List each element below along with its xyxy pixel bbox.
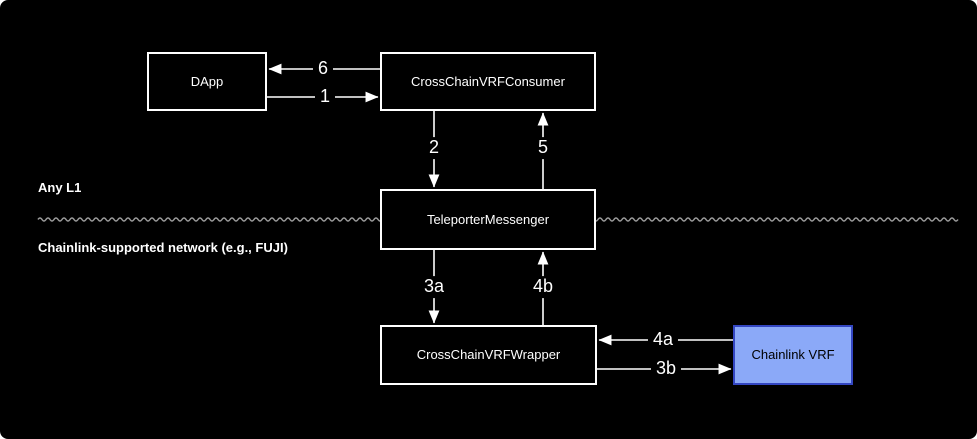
dapp-node: DApp <box>147 52 267 111</box>
edge-4a-label: 4a <box>647 329 679 351</box>
crosschain-vrf-consumer-node: CrossChainVRFConsumer <box>380 52 596 111</box>
edge-3b-label: 3b <box>650 358 682 380</box>
edge-6-label: 6 <box>312 58 334 80</box>
chainlink-vrf-node-label: Chainlink VRF <box>751 347 835 363</box>
crosschain-vrf-wrapper-node: CrossChainVRFWrapper <box>380 325 597 385</box>
teleporter-messenger-node-label: TeleporterMessenger <box>426 211 550 227</box>
teleporter-messenger-node: TeleporterMessenger <box>380 189 596 250</box>
edge-1-label: 1 <box>314 86 336 108</box>
region-label-any-l1: Any L1 <box>38 180 82 195</box>
region-label-chainlink-network: Chainlink-supported network (e.g., FUJI) <box>38 240 288 255</box>
chainlink-vrf-node: Chainlink VRF <box>733 325 853 385</box>
edge-3a-label: 3a <box>418 276 450 298</box>
dapp-node-label: DApp <box>190 73 224 89</box>
edge-4b-label: 4b <box>527 276 559 298</box>
crosschain-vrf-consumer-node-label: CrossChainVRFConsumer <box>411 73 565 89</box>
edge-2-label: 2 <box>423 137 445 159</box>
edge-5-label: 5 <box>532 137 554 159</box>
crosschain-vrf-wrapper-node-label: CrossChainVRFWrapper <box>416 347 561 363</box>
